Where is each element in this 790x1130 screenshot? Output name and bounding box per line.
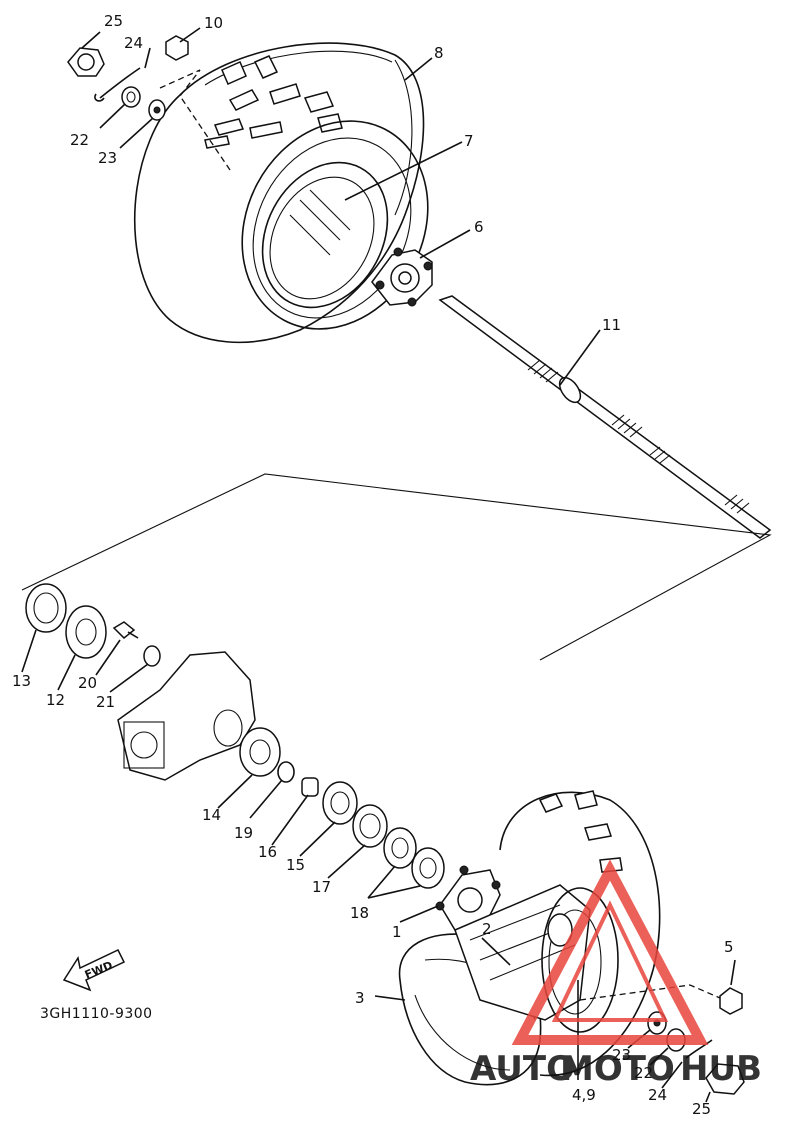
label-22-upper: 22	[70, 131, 89, 149]
label-24-lower: 24	[648, 1086, 667, 1104]
label-24-upper: 24	[124, 34, 143, 52]
label-17: 17	[312, 878, 331, 896]
knuckle-bearing-stack	[25, 583, 445, 889]
upper-center-line	[159, 69, 231, 171]
label-12: 12	[46, 691, 65, 709]
label-4-9: 4,9	[572, 1086, 596, 1104]
watermark-hub: HUB	[680, 1049, 762, 1089]
part-labels: 10 24 25 22 23 8 7 6 11 12 13 12 20 21 1…	[12, 12, 734, 1118]
label-14: 14	[202, 806, 221, 824]
upper-hub	[371, 247, 433, 307]
label-23-upper: 23	[98, 149, 117, 167]
fwd-label: FWD	[83, 959, 115, 982]
upper-tire	[133, 42, 429, 344]
axle-shaft	[438, 295, 772, 539]
lower-center-line	[579, 984, 721, 1001]
label-1: 1	[392, 923, 402, 941]
label-11: 11	[602, 316, 621, 334]
watermark-auto: AUTO	[470, 1049, 575, 1089]
label-22-lower: 22	[634, 1064, 653, 1082]
label-10: 10	[204, 14, 223, 32]
label-3: 3	[355, 989, 365, 1007]
label-16: 16	[258, 843, 277, 861]
label-21: 21	[96, 693, 115, 711]
label-13-text: 13	[12, 672, 31, 690]
diagram-code: 3GH1110-9300	[40, 1006, 153, 1022]
assembly-outline	[21, 473, 772, 661]
label-18: 18	[350, 904, 369, 922]
label-6: 6	[474, 218, 484, 236]
label-8: 8	[434, 44, 444, 62]
leader-lines	[21, 27, 736, 1103]
lower-tire	[398, 790, 661, 1086]
label-15: 15	[286, 856, 305, 874]
label-25-upper: 25	[104, 12, 123, 30]
watermark-triangle	[511, 859, 709, 1045]
lower-nut-assembly	[647, 987, 745, 1095]
watermark-moto: MOTO	[560, 1049, 675, 1089]
watermark: AUTO MOTO HUB	[470, 859, 762, 1089]
label-5: 5	[724, 938, 734, 956]
label-20: 20	[78, 674, 97, 692]
fwd-arrow: FWD	[62, 949, 126, 992]
label-2: 2	[482, 920, 492, 938]
lower-hub	[435, 865, 501, 933]
label-25-lower: 25	[692, 1100, 711, 1118]
label-7: 7	[464, 132, 474, 150]
label-19: 19	[234, 824, 253, 842]
label-23-lower-text: 23	[612, 1046, 631, 1064]
upper-nut-assembly	[67, 35, 189, 121]
